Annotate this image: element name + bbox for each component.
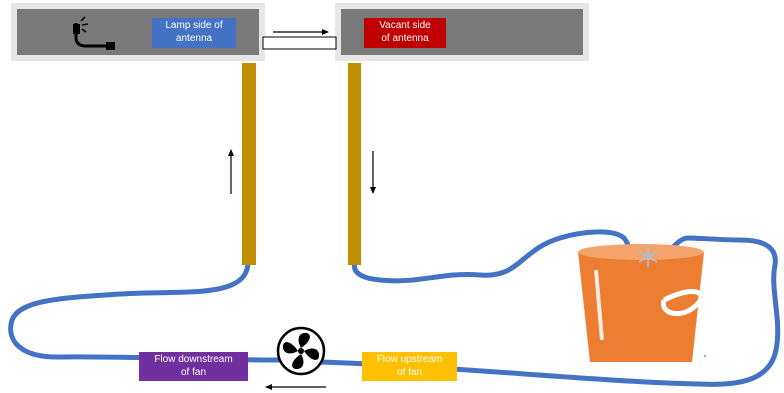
lamp-side-rod [242, 63, 256, 265]
lamp-side-label-line1: Lamp side of [165, 20, 223, 31]
flow-downstream-label-line2: of fan [180, 367, 207, 378]
flow-upstream-label-line2: of fan [396, 367, 423, 378]
vacant-side-label-line2: of antenna [381, 33, 429, 44]
vacant-side-rod [348, 63, 361, 265]
vacant-side-label: Vacant side of antenna [364, 18, 446, 48]
small-dot [704, 355, 706, 357]
lamp-plug-icon [73, 16, 115, 50]
lamp-side-label: Lamp side of antenna [152, 18, 236, 48]
snowflake-icon [638, 247, 658, 267]
ice-bucket-icon [578, 244, 704, 362]
fan-icon [276, 326, 326, 376]
flow-upstream-label-line1: Flow upstream [376, 354, 443, 365]
vacant-side-label-line1: Vacant side [379, 20, 431, 31]
flow-downstream-label: Flow downstream of fan [139, 352, 248, 381]
antenna-connector [262, 36, 337, 50]
flow-upstream-label: Flow upstream of fan [362, 352, 457, 381]
flow-downstream-label-line1: Flow downstream [154, 354, 233, 365]
lamp-side-label-line2: antenna [175, 33, 213, 44]
